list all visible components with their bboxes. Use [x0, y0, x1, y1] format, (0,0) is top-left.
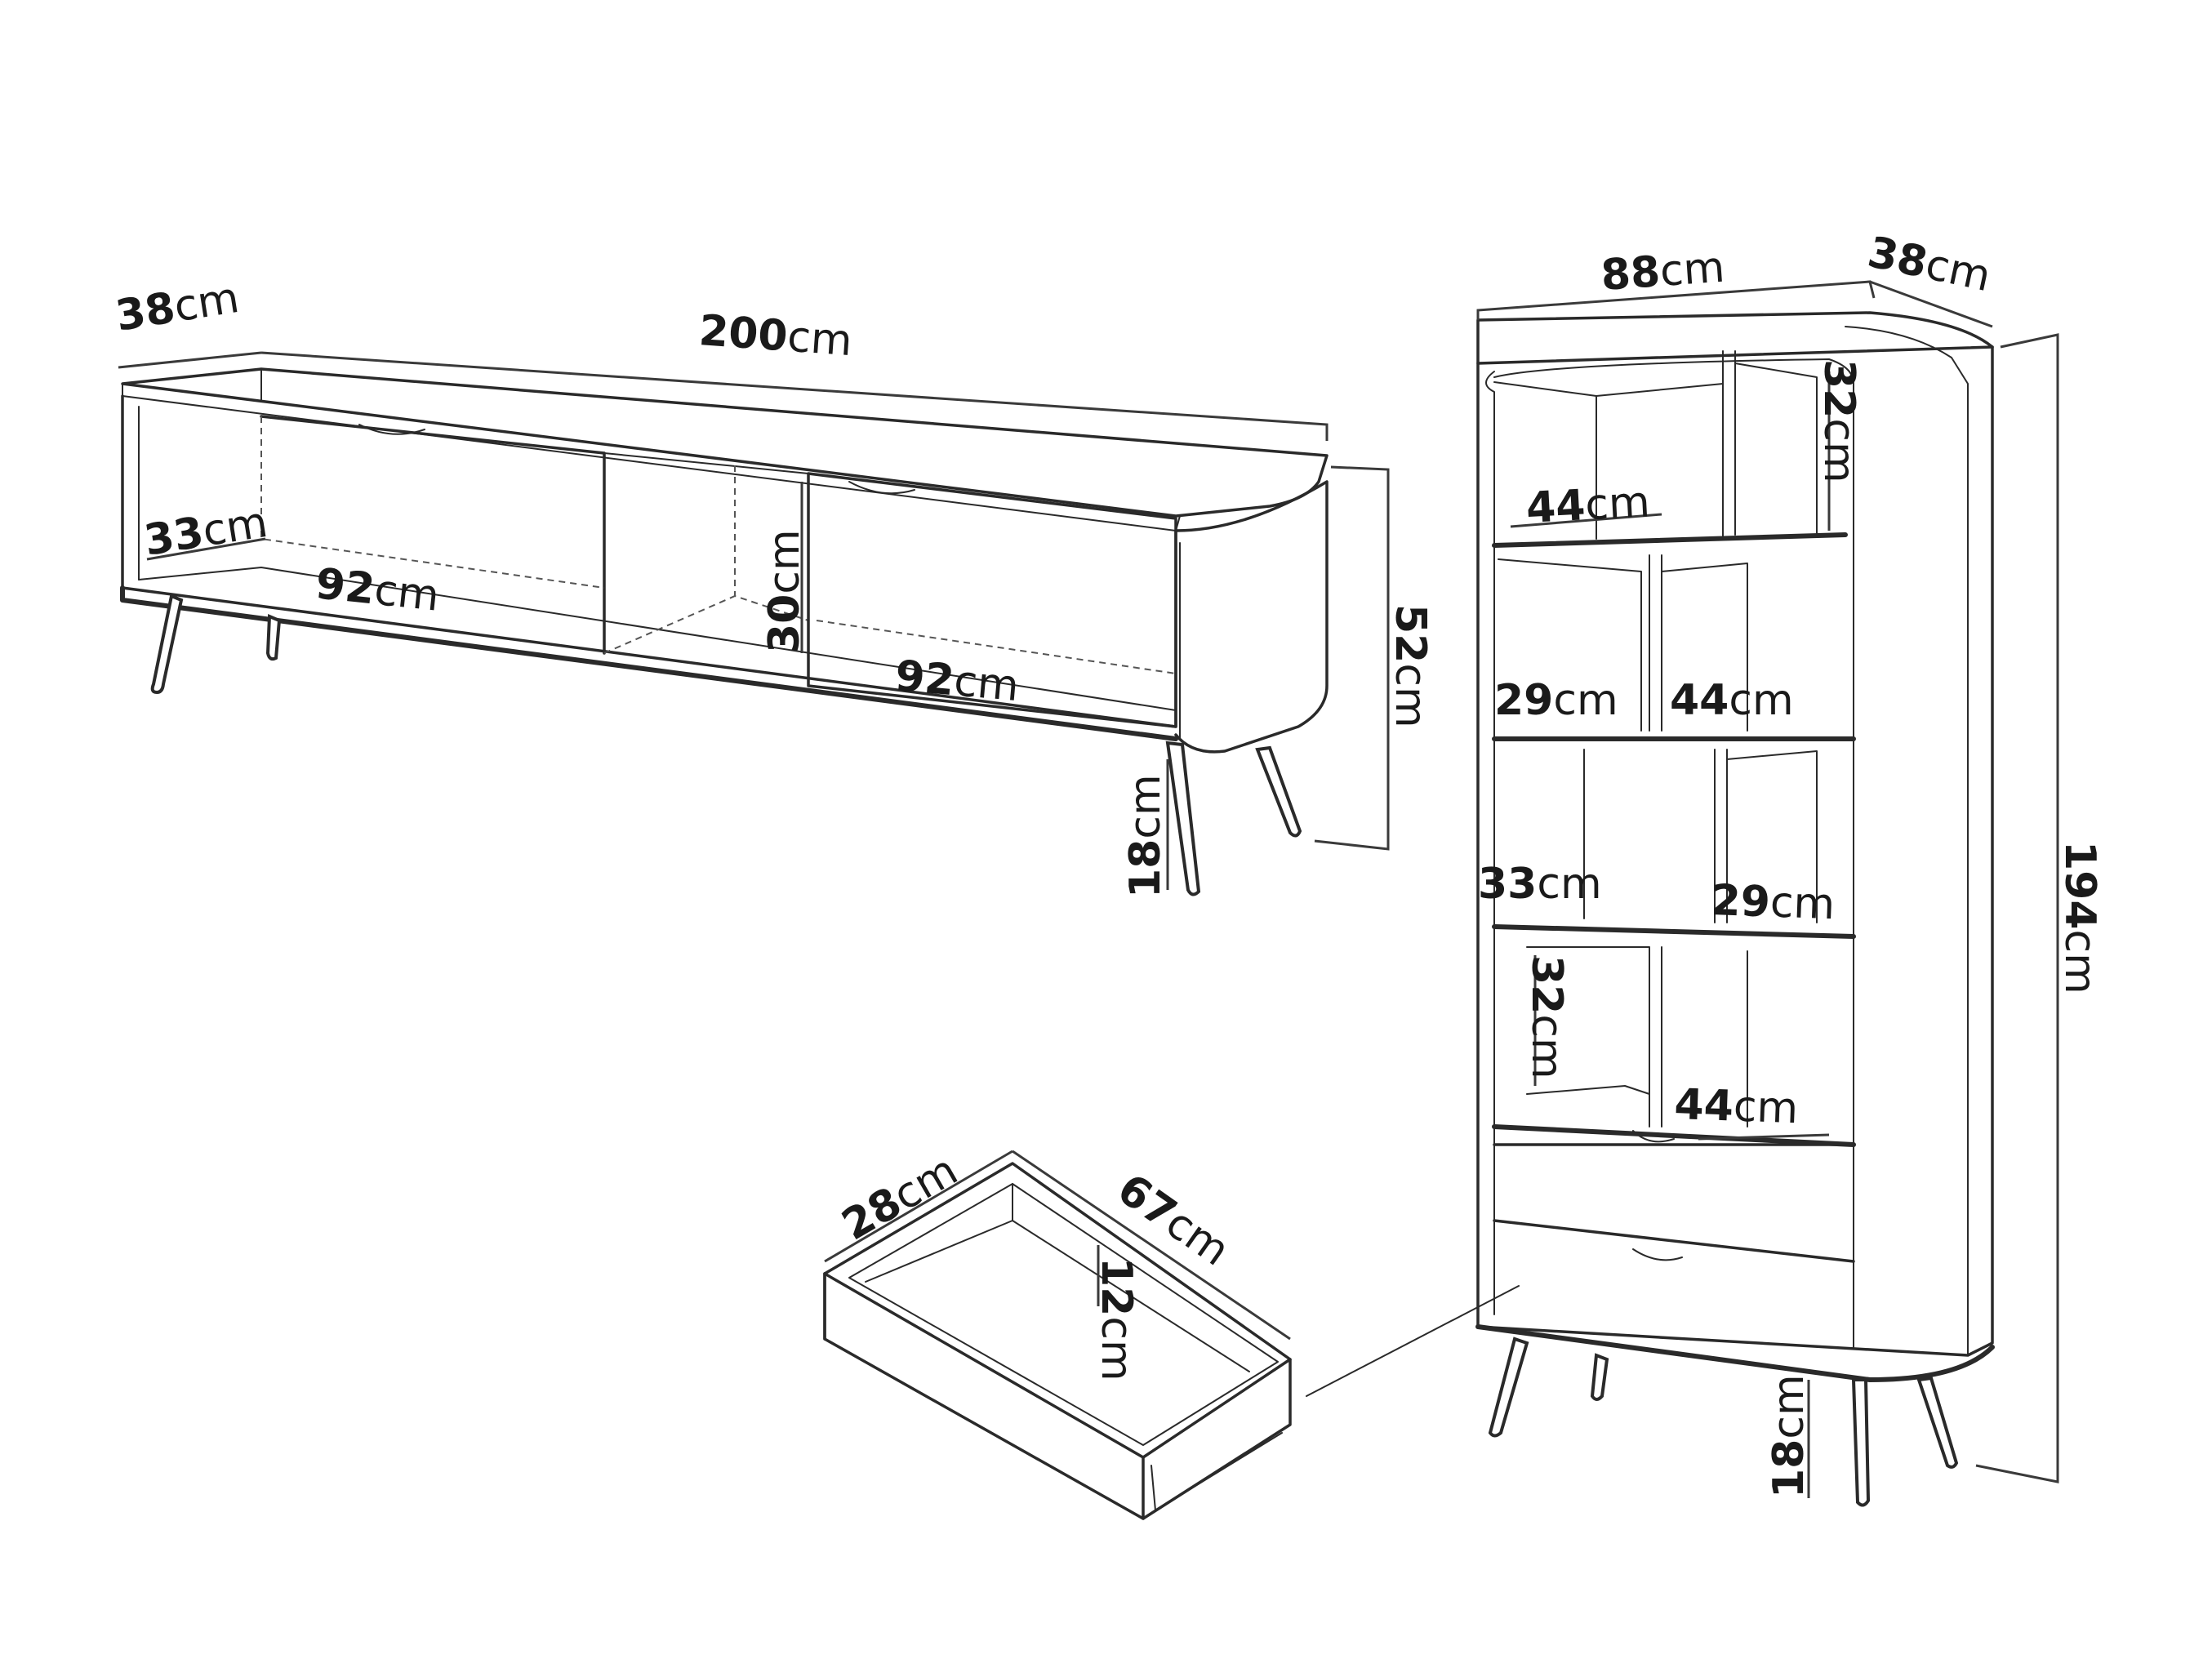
bookcase-drawing — [1306, 280, 2059, 1507]
bookcase-width-label: 88cm — [1600, 243, 1726, 300]
bookcase-total-height-label: 194cm — [2055, 841, 2104, 994]
bookcase-narrow-right-width-label: 29cm — [1711, 876, 1836, 929]
drawer-depth-label: 28cm — [835, 1145, 966, 1250]
drawer-drawing — [823, 1150, 1292, 1520]
bookcase-depth-label: 38cm — [1863, 228, 1995, 301]
tv-unit-labels: 38cm 200cm 33cm 92cm 30cm 92cm 52cm 18cm — [113, 274, 1435, 898]
bookcase-bottom-right-width-label: 44cm — [1674, 1080, 1800, 1133]
bookcase-top-left-width-label: 44cm — [1525, 478, 1652, 533]
bookcase-labels: 88cm 38cm 32cm 44cm 29cm 44cm 33cm 29cm … — [1478, 228, 2104, 1498]
tv-depth-label: 38cm — [113, 274, 243, 341]
tv-leg-height-label: 18cm — [1121, 774, 1170, 898]
bookcase-shelf-depth-label: 33cm — [1478, 860, 1602, 909]
drawer-height-label: 12cm — [1092, 1257, 1141, 1381]
tv-left-compartment-width-label: 92cm — [314, 559, 442, 621]
bookcase-lower-shelf-height-label: 32cm — [1522, 955, 1571, 1079]
tv-right-compartment-width-label: 92cm — [893, 652, 1021, 711]
bookcase-top-shelf-height-label: 32cm — [1814, 359, 1863, 483]
tv-compartment-height-label: 30cm — [760, 529, 809, 653]
bookcase-narrow-left-width-label: 29cm — [1494, 676, 1618, 725]
bookcase-leg-height-label: 18cm — [1765, 1374, 1814, 1498]
tv-shelf-depth-label: 33cm — [141, 498, 271, 566]
tv-unit-drawing — [118, 351, 1390, 896]
tv-total-height-label: 52cm — [1386, 604, 1435, 728]
tv-width-label: 200cm — [697, 306, 854, 366]
bookcase-right-width-2-label: 44cm — [1670, 676, 1794, 725]
